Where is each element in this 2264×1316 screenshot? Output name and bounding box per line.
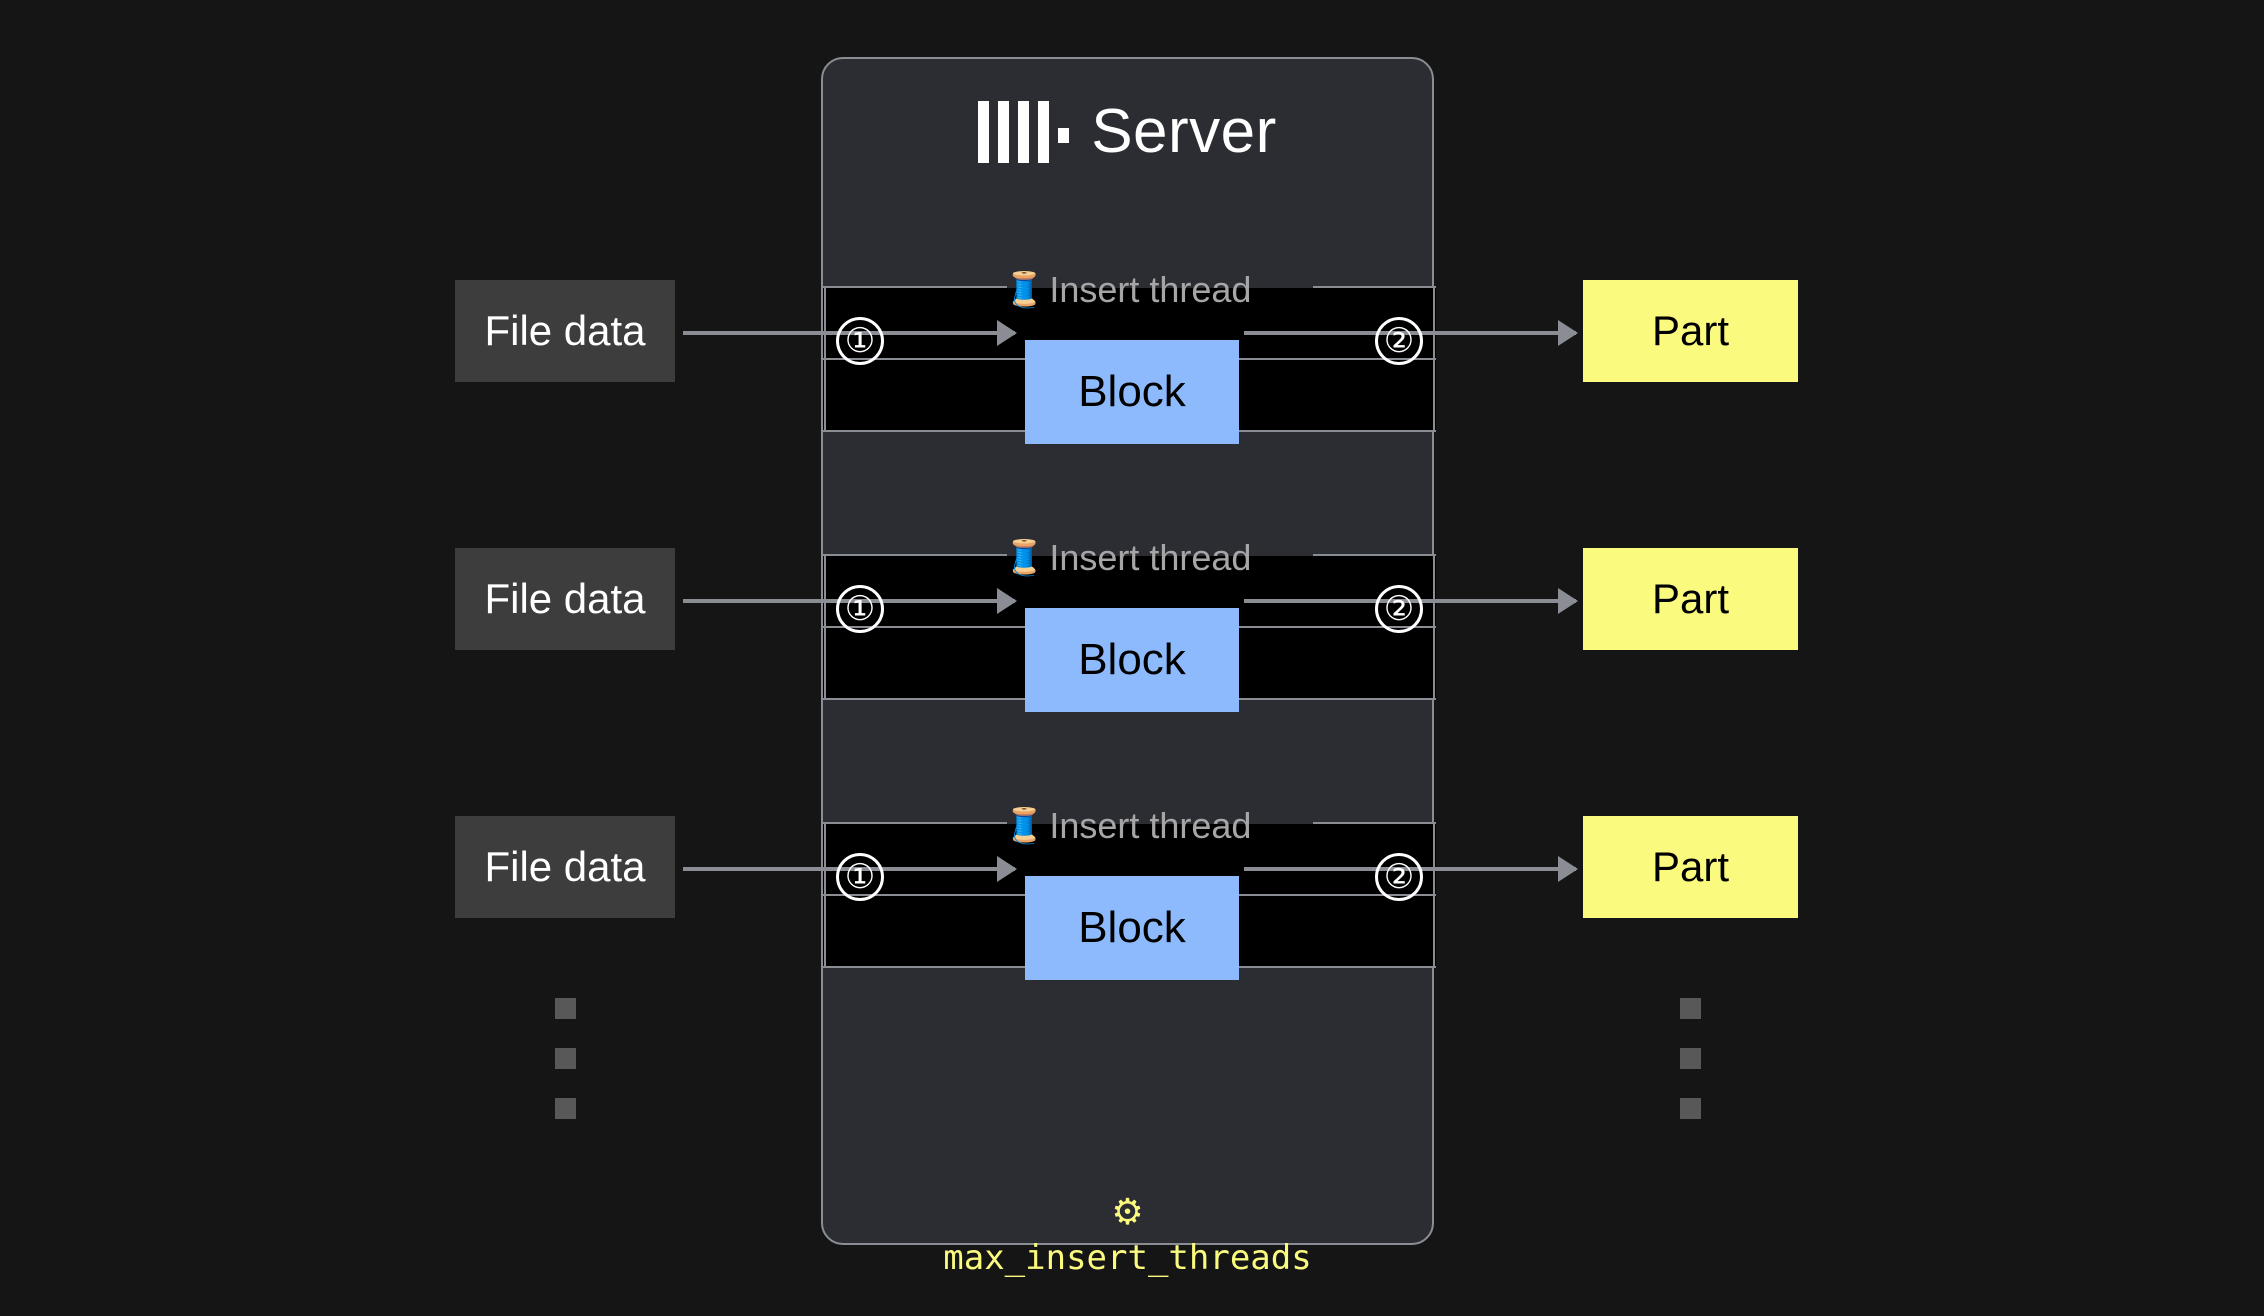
insert-thread-text: Insert thread	[1049, 805, 1252, 846]
file-data-box-3: File data	[455, 816, 675, 918]
part-box-1: Part	[1583, 280, 1798, 382]
gear-icon: ⚙	[1111, 1191, 1144, 1232]
block-box-1: Block	[1025, 340, 1239, 444]
step-number-1-row-3: ①	[836, 853, 884, 901]
part-label: Part	[1651, 575, 1730, 622]
insert-thread-text: Insert thread	[1049, 537, 1252, 578]
ellipsis-square	[1680, 1048, 1701, 1069]
insert-thread-label-mask-1	[1007, 271, 1313, 305]
thread-spool-icon: 🧵	[1003, 807, 1046, 845]
part-box-3: Part	[1583, 816, 1798, 918]
block-label: Block	[1078, 903, 1186, 952]
thread-spool-icon: 🧵	[1003, 271, 1046, 309]
ellipsis-square	[555, 998, 576, 1019]
file-data-box-1: File data	[455, 280, 675, 382]
block-box-3: Block	[1025, 876, 1239, 980]
server-panel: Server 🧵 Insert thread ① ② Block 🧵 Inser…	[821, 57, 1436, 1278]
ellipsis-square	[1680, 998, 1701, 1019]
ellipsis-square	[1680, 1098, 1701, 1119]
ellipsis-square	[555, 1098, 576, 1119]
step-number-2-row-1: ②	[1375, 317, 1423, 365]
part-box-2: Part	[1583, 548, 1798, 650]
file-data-label: File data	[484, 307, 646, 354]
page-title: Server	[1091, 97, 1277, 166]
insert-thread-label-1: 🧵 Insert thread	[1003, 272, 1257, 308]
part-label: Part	[1651, 307, 1730, 354]
setting-annotation: ⚙ max_insert_threads	[823, 1191, 1432, 1279]
ellipsis-square	[555, 1048, 576, 1069]
insert-thread-label-mask-3	[1007, 807, 1313, 841]
step-number-2-row-3: ②	[1375, 853, 1423, 901]
server-title: Server	[823, 101, 1432, 163]
insert-thread-label-mask-2	[1007, 539, 1313, 573]
insert-thread-text: Insert thread	[1049, 269, 1252, 310]
step-number-1-row-2: ①	[836, 585, 884, 633]
insert-thread-label-3: 🧵 Insert thread	[1003, 808, 1257, 844]
setting-name-label: max_insert_threads	[943, 1238, 1312, 1278]
step-number-1-row-1: ①	[836, 317, 884, 365]
block-box-2: Block	[1025, 608, 1239, 712]
file-data-label: File data	[484, 575, 646, 622]
thread-spool-icon: 🧵	[1003, 539, 1046, 577]
insert-thread-label-2: 🧵 Insert thread	[1003, 540, 1257, 576]
part-label: Part	[1651, 843, 1730, 890]
block-label: Block	[1078, 635, 1186, 684]
file-data-label: File data	[484, 843, 646, 890]
block-label: Block	[1078, 367, 1186, 416]
ellipsis-right	[1680, 998, 1701, 1119]
ellipsis-left	[555, 998, 576, 1119]
file-data-box-2: File data	[455, 548, 675, 650]
clickhouse-logo-icon	[978, 101, 1070, 163]
step-number-2-row-2: ②	[1375, 585, 1423, 633]
